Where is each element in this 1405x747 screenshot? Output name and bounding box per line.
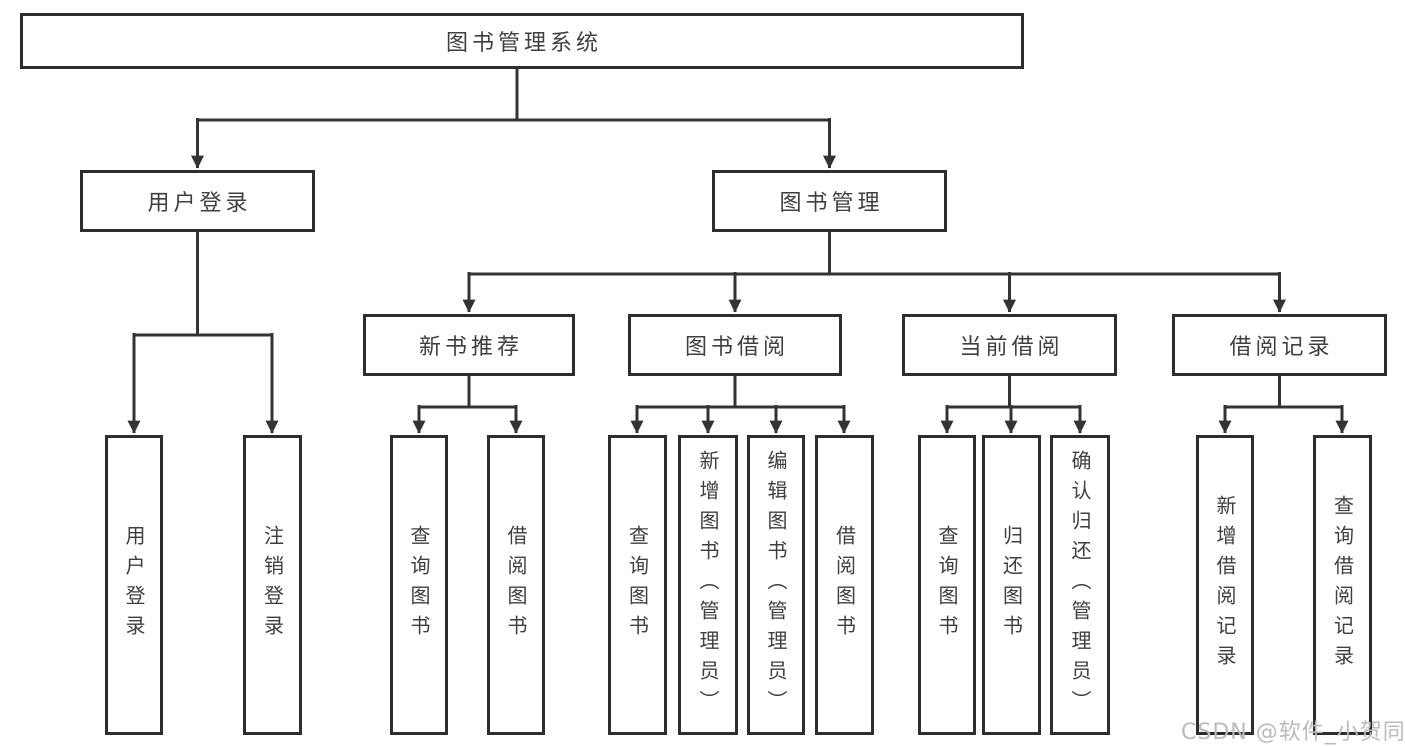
csdn-watermark: CSDN @软件_小贺同学 [1181, 720, 1405, 745]
node-current-borrowing: 当前借阅 [902, 314, 1117, 376]
node-library-management-system: 图书管理系统 [20, 13, 1024, 69]
leaf-label: 查询借阅记录 [1330, 495, 1355, 675]
leaf-add-books-admin: 新增图书（管理员） [678, 435, 738, 735]
leaf-label: 借阅图书 [832, 525, 857, 645]
node-book-borrowing: 图书借阅 [628, 314, 842, 376]
leaf-return-books: 归还图书 [982, 435, 1041, 735]
leaf-logout: 注销登录 [243, 435, 302, 735]
leaf-query-books-3: 查询图书 [918, 435, 976, 735]
leaf-label: 查询图书 [407, 525, 431, 645]
leaf-label: 用户登录 [122, 525, 146, 645]
node-new-book-recommend: 新书推荐 [363, 314, 575, 376]
tree-edges [127, 69, 1349, 434]
leaf-label: 编辑图书（管理员） [764, 450, 788, 720]
leaf-edit-books-admin: 编辑图书（管理员） [747, 435, 805, 735]
node-user-login: 用户登录 [80, 170, 315, 232]
leaf-label: 查询图书 [625, 525, 650, 645]
leaf-query-books-1: 查询图书 [390, 435, 448, 735]
leaf-label: 注销登录 [260, 525, 285, 645]
leaf-user-login: 用户登录 [105, 435, 163, 735]
leaf-query-borrow-record: 查询借阅记录 [1313, 435, 1372, 735]
node-book-management: 图书管理 [712, 170, 947, 232]
leaf-add-borrow-record: 新增借阅记录 [1196, 435, 1254, 735]
leaf-borrow-books-1: 借阅图书 [487, 435, 545, 735]
leaf-borrow-books-2: 借阅图书 [815, 435, 874, 735]
leaf-confirm-return-admin: 确认归还（管理员） [1050, 435, 1110, 735]
leaf-label: 新增图书（管理员） [696, 450, 720, 720]
leaf-label: 新增借阅记录 [1213, 495, 1237, 675]
leaf-label: 查询图书 [935, 525, 959, 645]
leaf-label: 确认归还（管理员） [1068, 450, 1092, 720]
leaf-label: 借阅图书 [504, 525, 528, 645]
leaf-label: 归还图书 [999, 525, 1024, 645]
node-borrowing-records: 借阅记录 [1172, 314, 1387, 376]
leaf-query-books-2: 查询图书 [608, 435, 667, 735]
